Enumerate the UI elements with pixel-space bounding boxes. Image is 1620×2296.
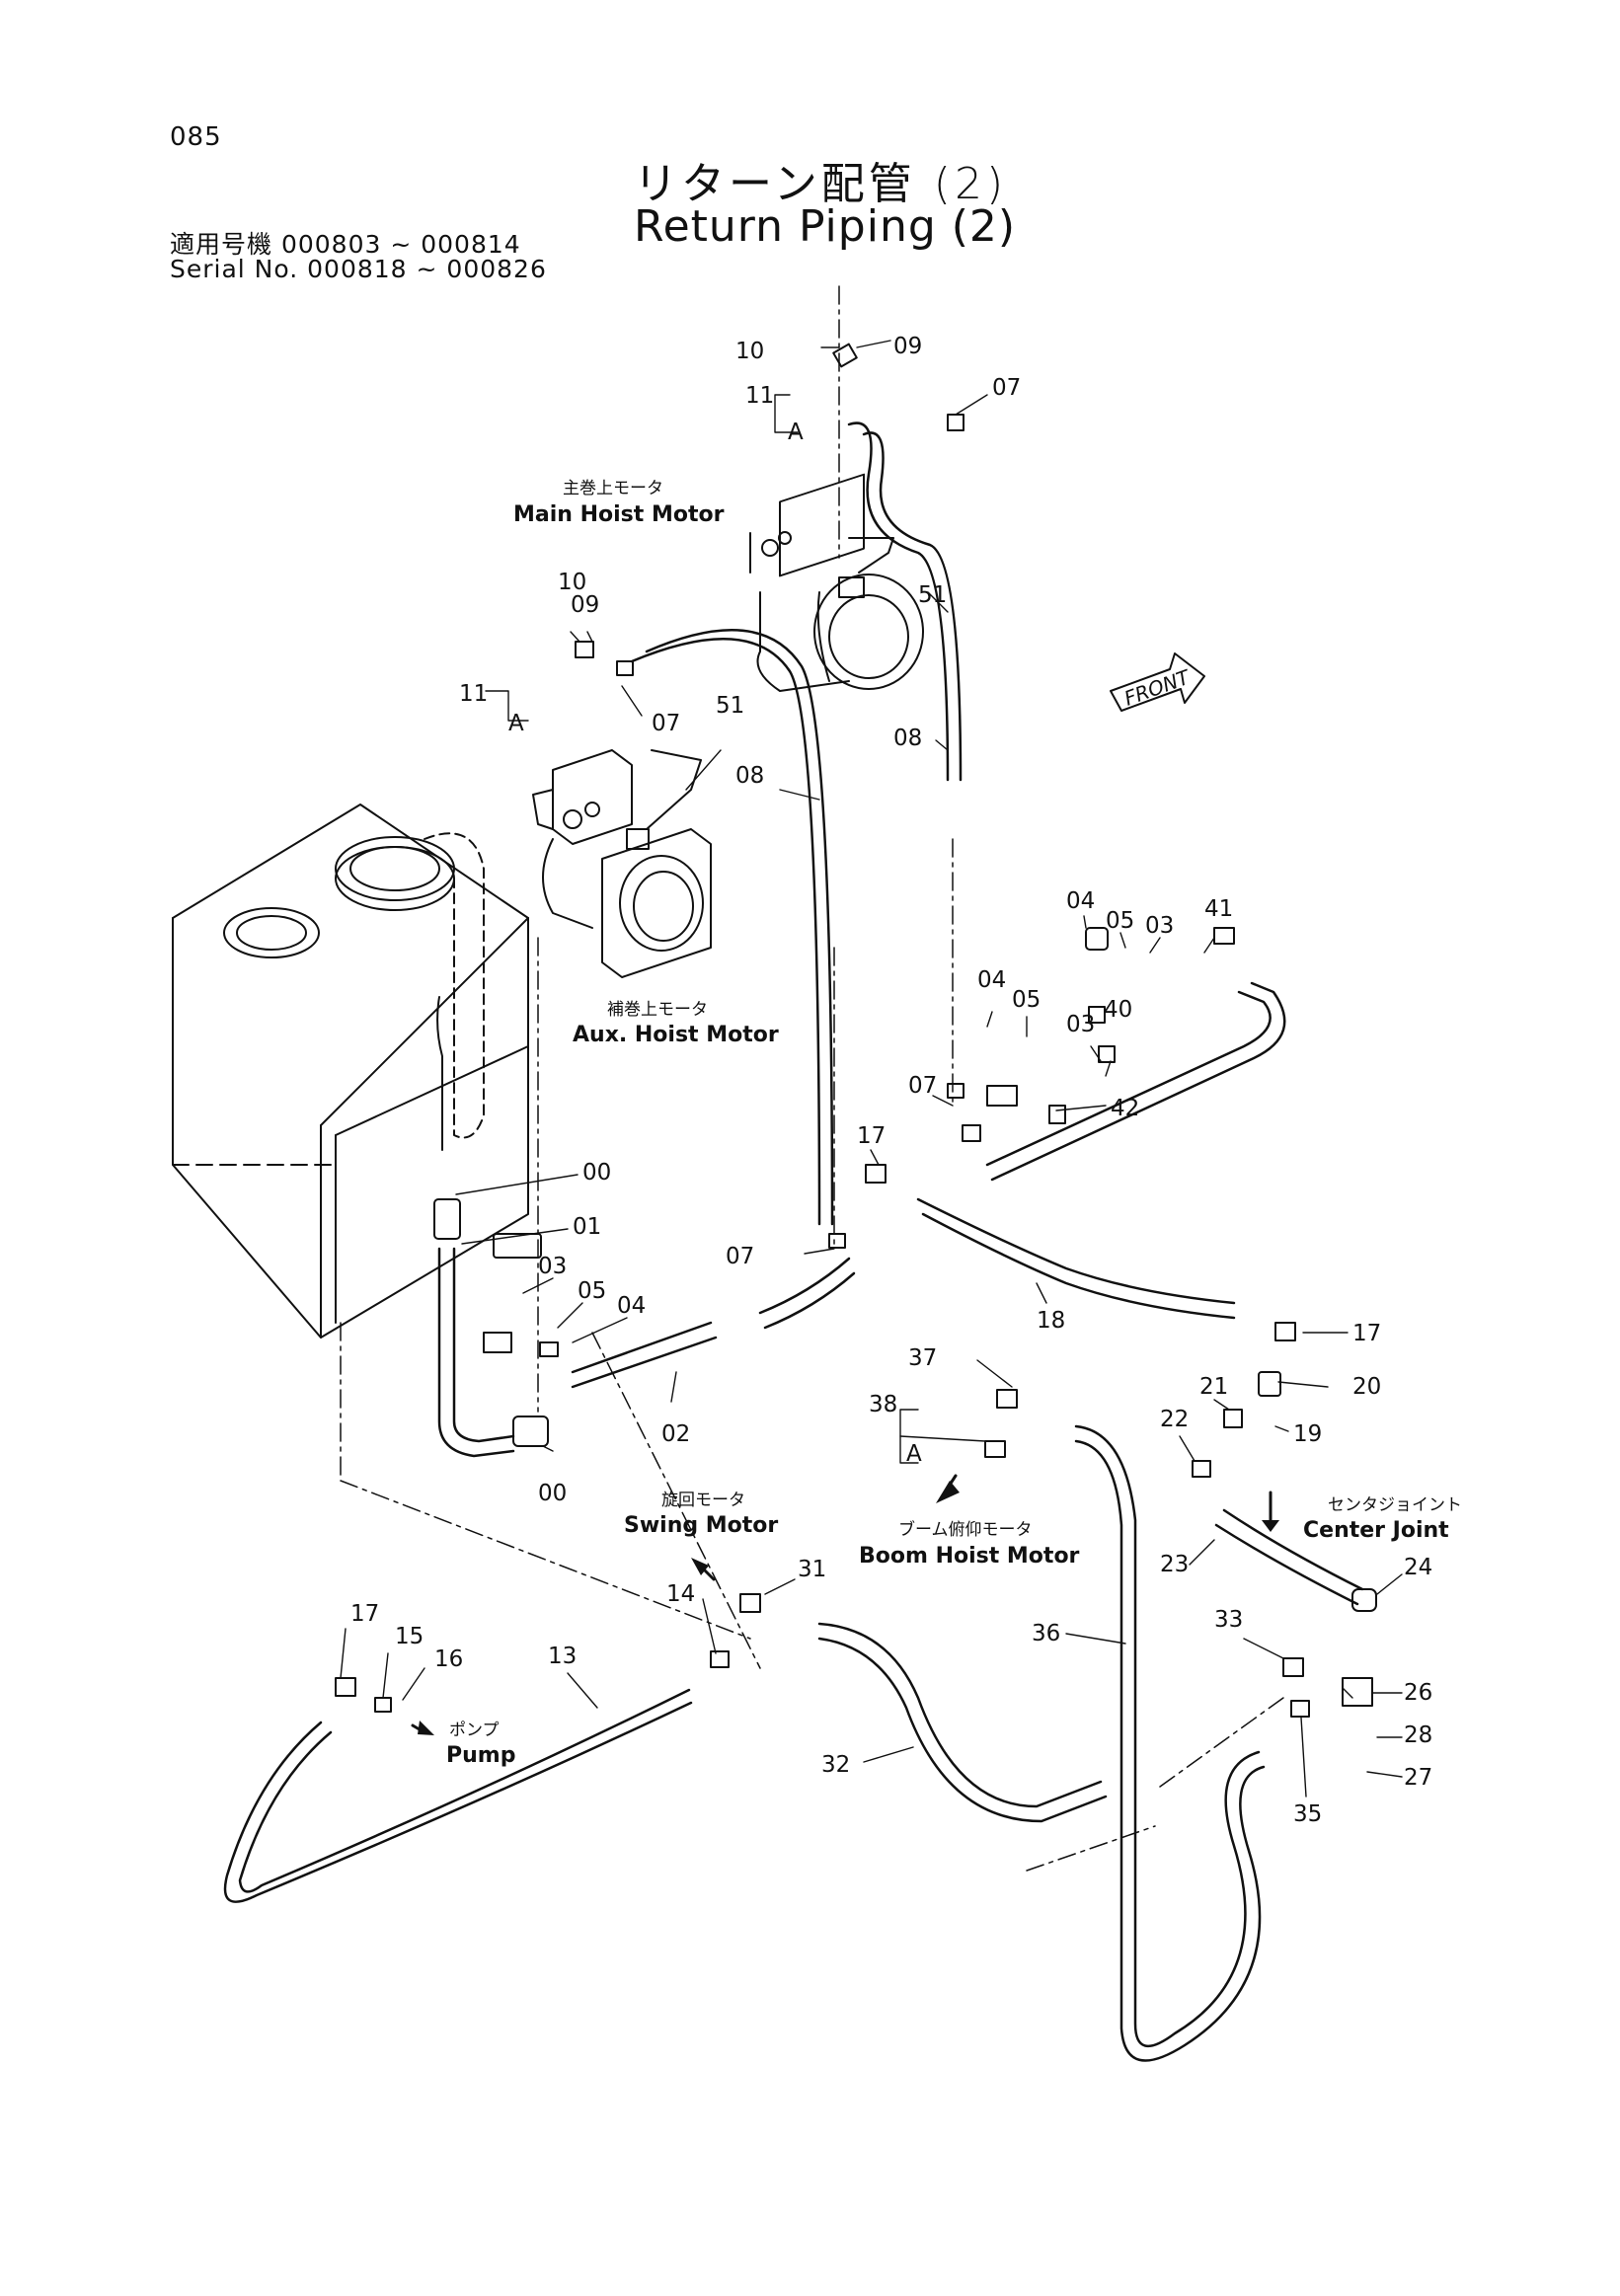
part-number: 13 (548, 1644, 577, 1669)
part-number: 10 (558, 570, 586, 595)
swing-motor-label: Swing Motor (624, 1513, 778, 1538)
part-number: 09 (893, 334, 922, 359)
serial-range-line-2: Serial No. 000818 ~ 000826 (170, 255, 547, 283)
part-number: 27 (1404, 1765, 1432, 1791)
page-title-japanese: リターン配管 (2) (634, 159, 1008, 209)
part-number: 04 (977, 967, 1006, 993)
part-number: 40 (1104, 997, 1132, 1023)
part-number: 21 (1199, 1374, 1228, 1400)
detail-letter-a: A (788, 420, 804, 445)
part-number: 01 (573, 1214, 601, 1240)
part-number: 09 (571, 592, 599, 618)
part-number: 04 (1066, 888, 1095, 914)
part-number: 32 (821, 1752, 850, 1778)
part-number: 28 (1404, 1722, 1432, 1748)
part-number: 51 (918, 582, 947, 608)
part-number: 00 (538, 1481, 567, 1506)
part-number: 24 (1404, 1555, 1432, 1580)
part-number: 31 (798, 1557, 826, 1582)
part-number: 02 (661, 1421, 690, 1447)
pump-label: Pump (446, 1743, 515, 1768)
pump-label-ja: ポンプ (449, 1721, 500, 1740)
center-joint-label-ja: センタジョイント (1328, 1495, 1462, 1515)
part-number: 19 (1293, 1421, 1322, 1447)
part-number: 42 (1111, 1096, 1139, 1121)
part-number: 00 (582, 1160, 611, 1186)
part-number: 05 (1106, 908, 1134, 934)
part-number: 08 (735, 763, 764, 789)
page-number: 085 (170, 122, 222, 152)
part-number: 38 (869, 1392, 897, 1417)
part-number: 15 (395, 1624, 424, 1649)
part-number: 07 (908, 1073, 937, 1099)
part-number: 03 (1145, 913, 1174, 939)
hydraulic-tank (172, 804, 529, 1339)
part-number: 20 (1352, 1374, 1381, 1400)
swing-motor-label-ja: 旋回モータ (661, 1491, 745, 1510)
part-number: 51 (716, 693, 744, 719)
part-number: 17 (350, 1601, 379, 1627)
part-number: 14 (666, 1581, 695, 1607)
aux-hoist-motor (532, 749, 712, 978)
part-number: 22 (1160, 1407, 1189, 1432)
part-number: 35 (1293, 1801, 1322, 1827)
part-number: 07 (652, 711, 680, 736)
detail-letter-a: A (508, 711, 524, 736)
part-number: 05 (1012, 987, 1041, 1013)
front-direction-label: FRONT (1121, 664, 1195, 711)
part-number: 11 (459, 681, 488, 707)
part-number: 37 (908, 1345, 937, 1371)
part-number: 36 (1032, 1621, 1060, 1646)
part-number: 17 (1352, 1321, 1381, 1346)
part-number: 10 (735, 339, 764, 364)
detail-letter-a: A (906, 1441, 922, 1467)
part-number: 18 (1037, 1308, 1065, 1334)
boom-hoist-motor-label-ja: ブーム俯仰モータ (898, 1519, 1033, 1540)
part-number: 33 (1214, 1607, 1243, 1633)
part-number: 07 (992, 375, 1021, 401)
part-number: 03 (1066, 1012, 1095, 1037)
page-title-english: Return Piping (2) (634, 201, 1017, 252)
part-number: 05 (578, 1278, 606, 1304)
part-number: 16 (434, 1646, 463, 1672)
aux-hoist-motor-label: Aux. Hoist Motor (573, 1023, 779, 1047)
serial-range-line-1: 適用号機 000803 ~ 000814 (170, 230, 521, 259)
center-joint-label: Center Joint (1303, 1518, 1449, 1543)
main-hoist-motor-label: Main Hoist Motor (513, 502, 725, 527)
part-number: 03 (538, 1254, 567, 1279)
part-number: 07 (726, 1244, 754, 1269)
part-number: 08 (893, 726, 922, 751)
main-hoist-motor-label-ja: 主巻上モータ (563, 479, 663, 498)
boom-hoist-motor-label: Boom Hoist Motor (859, 1544, 1080, 1569)
part-number: 26 (1404, 1680, 1432, 1706)
part-number: 11 (745, 383, 774, 409)
part-number: 23 (1160, 1552, 1189, 1577)
part-number: 04 (617, 1293, 646, 1319)
aux-hoist-motor-label-ja: 補巻上モータ (607, 1000, 708, 1020)
part-number: 17 (857, 1123, 886, 1149)
main-hoist-motor (749, 473, 924, 692)
part-number: 41 (1204, 896, 1233, 922)
